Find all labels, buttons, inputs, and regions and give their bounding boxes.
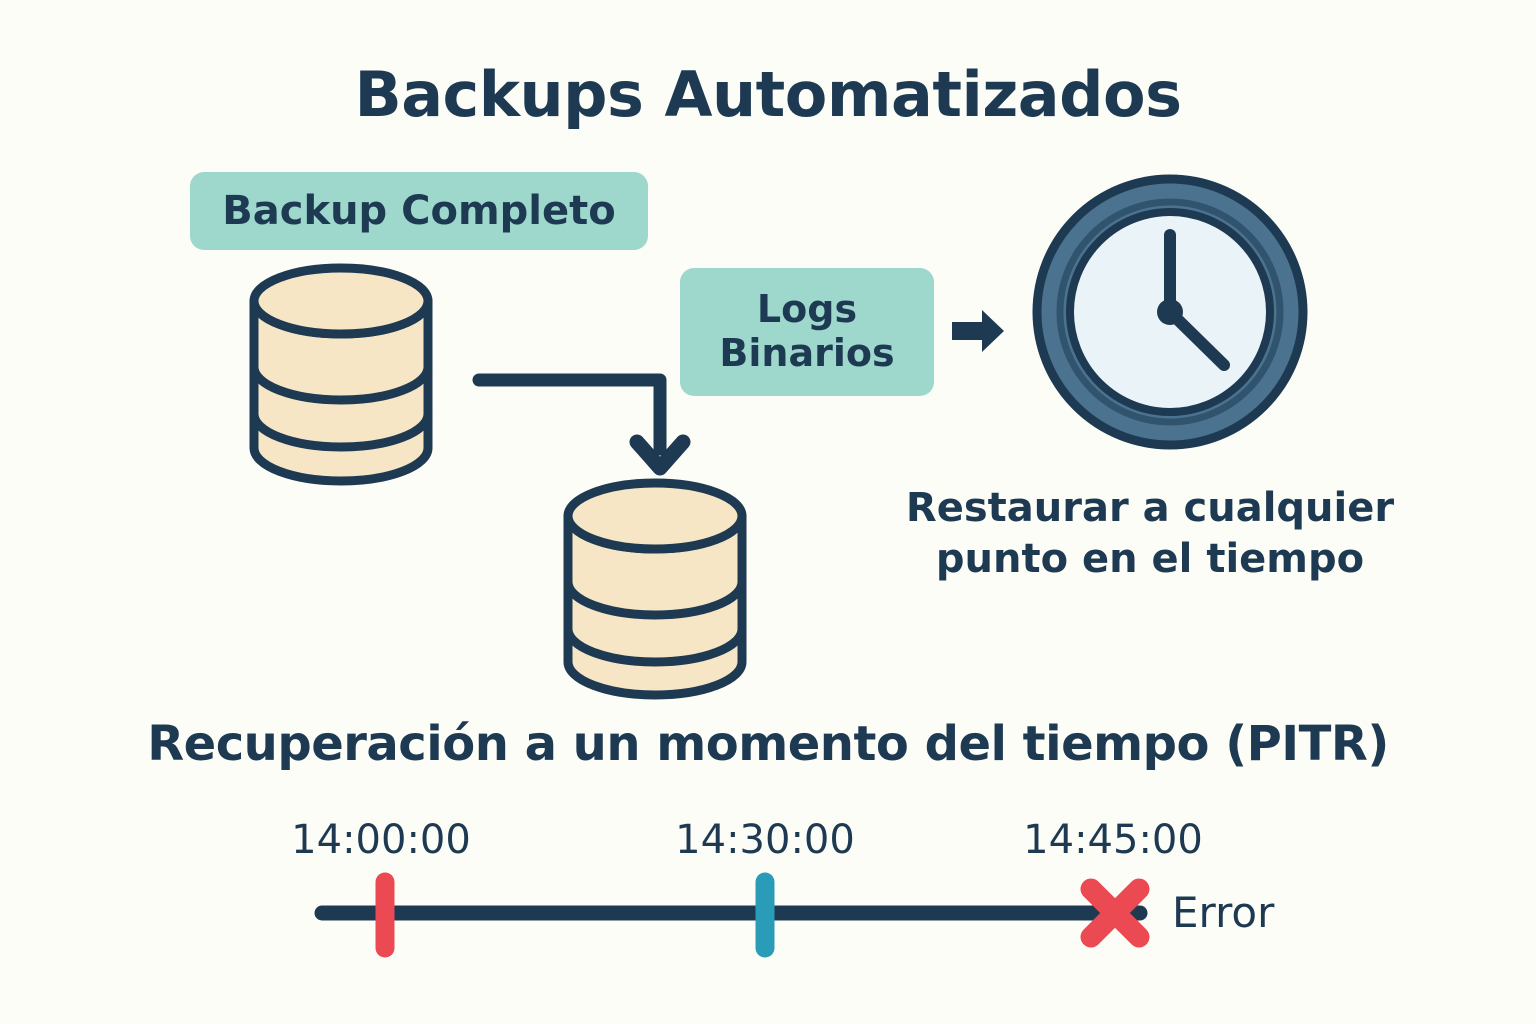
badge-backup-completo: Backup Completo <box>190 172 648 250</box>
elbow-arrow-down-icon <box>472 373 667 456</box>
pitr-heading: Recuperación a un momento del tiempo (PI… <box>147 716 1389 772</box>
badge-backup-completo-label: Backup Completo <box>222 188 616 234</box>
x-cross-icon <box>1080 878 1150 948</box>
badge-logs-binarios: Logs Binarios <box>680 268 934 396</box>
clock-caption-line2: punto en el tiempo <box>935 536 1365 583</box>
clock-icon <box>1032 174 1308 450</box>
arrow-right-icon <box>952 310 1004 352</box>
timeline <box>314 872 1150 958</box>
timeline-label-1430: 14:30:00 <box>675 817 855 863</box>
timeline-label-1400: 14:00:00 <box>291 817 471 863</box>
clock-caption-line1: Restaurar a cualquier <box>905 485 1395 531</box>
error-label: Error <box>1172 888 1275 937</box>
database-cylinder-icon <box>249 263 433 486</box>
timeline-label-1445: 14:45:00 <box>1023 817 1203 863</box>
badge-logs-binarios-line1: Logs <box>756 287 858 332</box>
clock-caption: Restaurar a cualquier punto en el tiempo <box>890 483 1410 585</box>
badge-logs-binarios-line2: Binarios <box>719 331 895 375</box>
elbow-arrow-head-icon <box>629 434 691 476</box>
page-title: Backups Automatizados <box>354 58 1182 131</box>
database-cylinder-restored-icon <box>563 478 747 700</box>
